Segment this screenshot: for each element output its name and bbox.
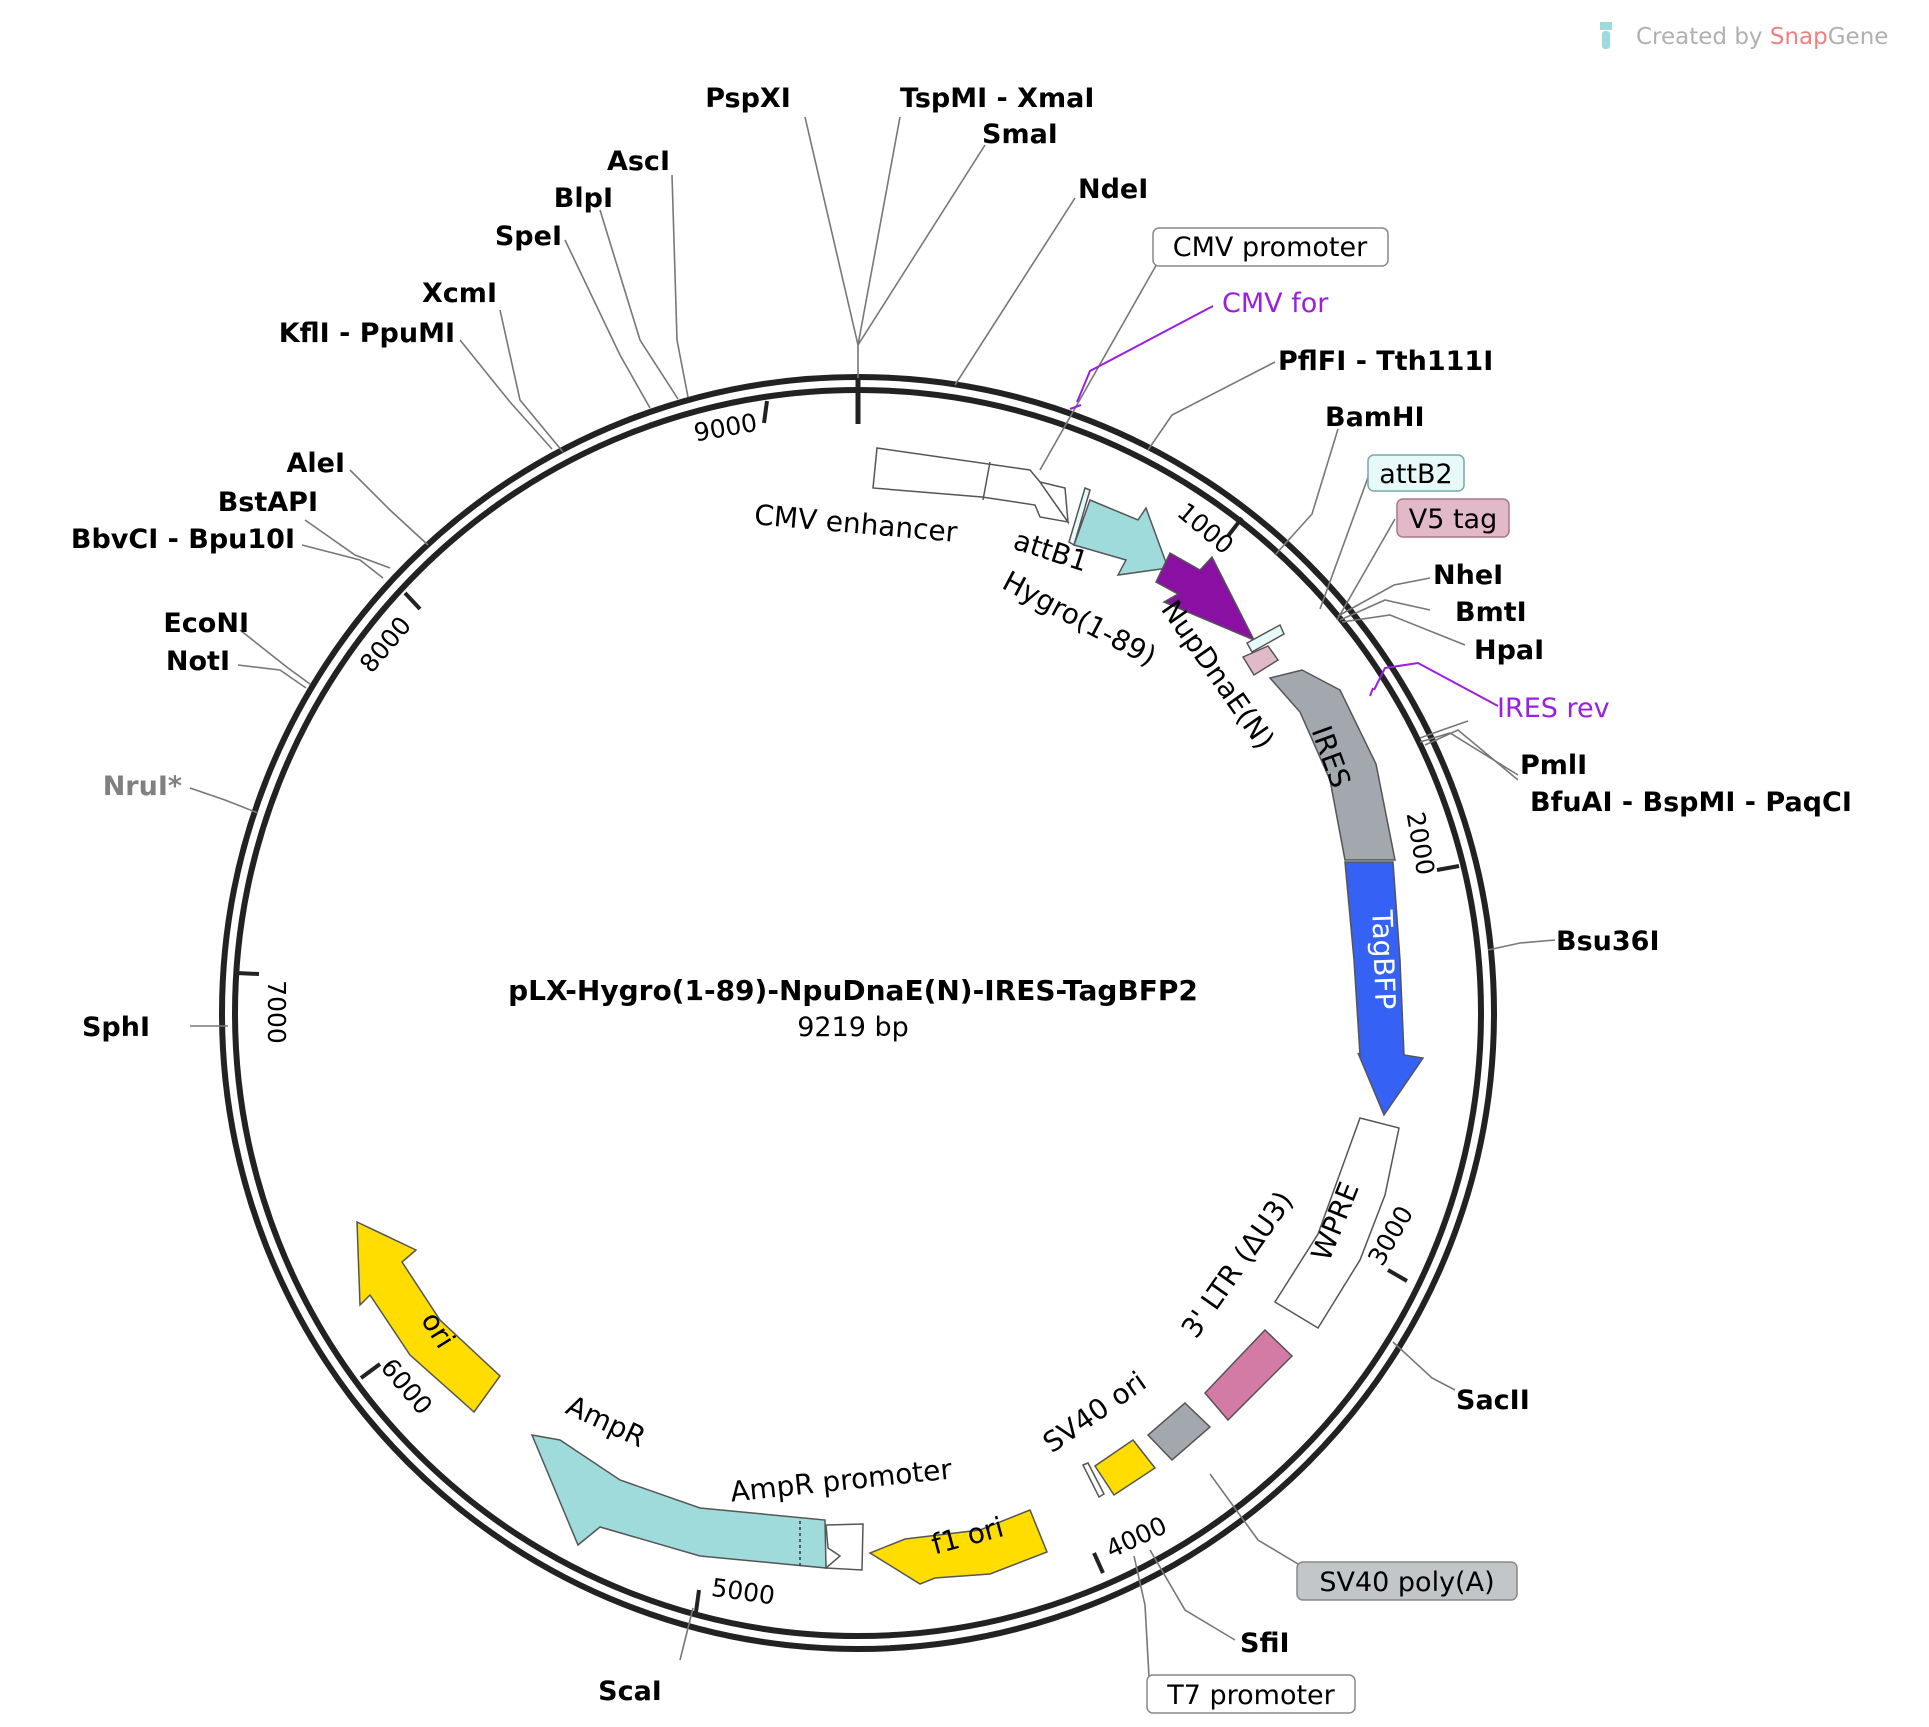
feature-v5: [1241, 645, 1280, 677]
feature-ampr: [530, 1434, 827, 1569]
tick-label-8000: 8000: [354, 611, 417, 678]
brand-gene: Gene: [1828, 24, 1889, 50]
site-kfli-ppumi: KflI - PpuMI: [279, 318, 455, 349]
feature-ori: [356, 1220, 501, 1414]
site-noti: NotI: [166, 646, 230, 677]
leader-lines: [189, 116, 1556, 1696]
snapgene-logo-icon: [1600, 22, 1612, 49]
feature-f1-ori: [868, 1509, 1048, 1585]
feature-npudnae: [1155, 551, 1256, 642]
feature-attb2: [1245, 623, 1285, 654]
feature-t7-box: [1081, 1462, 1105, 1499]
brand-snap: Snap: [1770, 24, 1828, 50]
tick-marks: [235, 400, 1460, 1613]
site-tspmi-xmai: TspMI - XmaI: [900, 83, 1094, 114]
tick-label-1000: 1000: [1172, 497, 1239, 560]
site-pspxi: PspXI: [705, 83, 791, 114]
site-econi: EcoNI: [163, 608, 249, 639]
site-ndei: NdeI: [1078, 174, 1148, 205]
site-bamhi: BamHI: [1325, 402, 1425, 433]
site-blpi: BlpI: [554, 183, 613, 214]
site-pflfi-tth111i: PflFI - Tth111I: [1278, 346, 1493, 377]
feature-ampr-promoter: [824, 1523, 864, 1571]
feature-label-hygro: Hygro(1-89): [997, 564, 1162, 672]
feature-cmv-promoter: [1038, 480, 1069, 525]
site-spei: SpeI: [495, 221, 562, 252]
feature-label-ampr: AmpR: [561, 1389, 651, 1454]
site-alei: AleI: [286, 448, 345, 479]
site-hpai: HpaI: [1474, 635, 1544, 666]
site-xcmi: XcmI: [422, 278, 497, 309]
feature-label-cmv-enhancer: CMV enhancer: [753, 498, 959, 549]
feature-sv40-polya-block: [1146, 1401, 1212, 1462]
feature-ires: [1268, 669, 1396, 861]
site-pmli: PmlI: [1520, 750, 1587, 781]
site-scai: ScaI: [598, 1676, 662, 1707]
feature-3ltr: [1203, 1328, 1294, 1422]
site-bsu36i: Bsu36I: [1556, 926, 1660, 957]
snapgene-brand: Created by SnapGene: [1600, 22, 1888, 50]
primer-marks: [1069, 305, 1499, 707]
tick-label-9000: 9000: [692, 408, 760, 448]
primer-cmv-for: CMV for: [1222, 288, 1329, 319]
feature-label-tagbfp: TagBFP: [1365, 908, 1401, 1010]
plasmid-name: pLX-Hygro(1-89)-NpuDnaE(N)-IRES-TagBFP2: [508, 974, 1198, 1007]
site-bfuai: BfuAI - BspMI - PaqCI: [1530, 787, 1852, 818]
restriction-sites: PspXI TspMI - XmaI SmaI NdeI PflFI - Tth…: [71, 83, 1852, 1707]
feature-cmv-enhancer: [872, 447, 1070, 524]
primer-ires-rev: IRES rev: [1497, 693, 1610, 724]
brand-prefix: Created by: [1636, 24, 1770, 50]
tick-label-5000: 5000: [710, 1573, 777, 1611]
tick-label-7000: 7000: [262, 980, 291, 1044]
site-bstapi: BstAPI: [218, 487, 318, 518]
site-smai: SmaI: [982, 119, 1058, 150]
site-bbvci: BbvCI - Bpu10I: [71, 524, 295, 555]
feature-label-3ltr: 3' LTR (ΔU3): [1175, 1185, 1300, 1344]
feature-sv40-ori: [1093, 1438, 1157, 1497]
box-cmv-promoter: CMV promoter: [1173, 232, 1368, 263]
site-sfii: SfiI: [1240, 1628, 1290, 1659]
tick-label-2000: 2000: [1401, 810, 1441, 878]
site-bmti: BmtI: [1455, 597, 1527, 628]
boxed-labels: CMV promoter attB2 V5 tag SV40 poly(A) T…: [1146, 227, 1518, 1714]
site-asci: AscI: [607, 146, 670, 177]
feature-hygro: [1073, 499, 1170, 576]
plasmid-length: 9219 bp: [797, 1012, 909, 1043]
site-sphi: SphI: [82, 1012, 150, 1043]
feature-label-ampr-promoter: AmpR promoter: [729, 1452, 954, 1508]
tick-labels: 1000 2000 3000 4000 5000 6000 7000 8000 …: [262, 408, 1440, 1611]
box-v5-tag: V5 tag: [1409, 504, 1498, 535]
site-nrui: NruI*: [103, 771, 182, 802]
feature-wpre: [1273, 1117, 1400, 1330]
site-sacii: SacII: [1456, 1385, 1530, 1416]
box-sv40-polya: SV40 poly(A): [1319, 1567, 1494, 1598]
box-t7-promoter: T7 promoter: [1166, 1680, 1335, 1711]
feature-arrows: [356, 447, 1425, 1585]
svg-text:Created by SnapGene: Created by SnapGene: [1636, 24, 1888, 50]
feature-tagbfp: [1344, 861, 1425, 1117]
site-nhei: NheI: [1433, 560, 1503, 591]
box-attb2: attB2: [1379, 459, 1452, 490]
